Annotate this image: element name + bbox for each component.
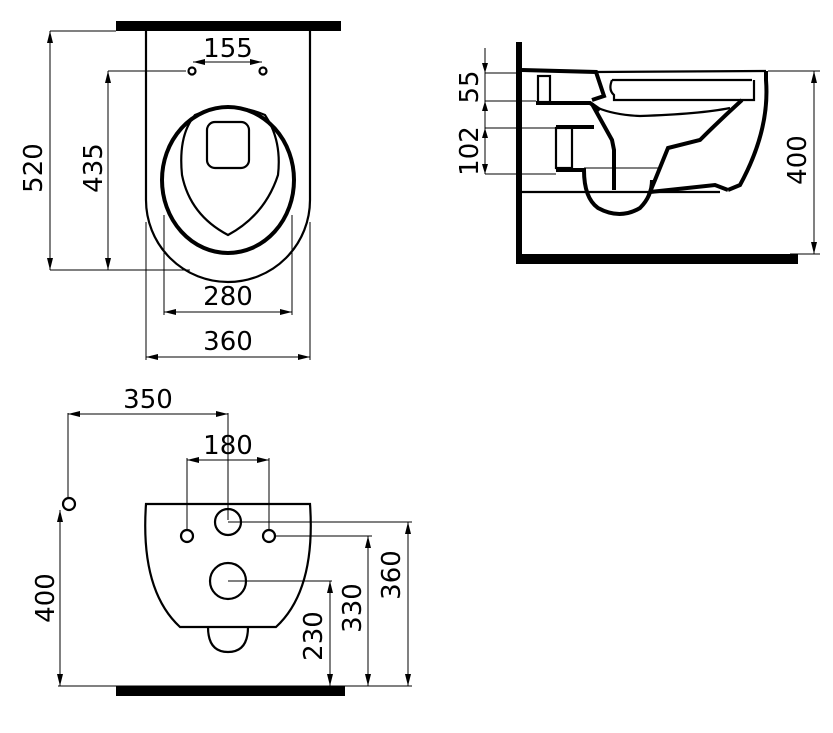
dim-55: 55 — [455, 70, 485, 103]
top-view: 155 520 435 280 360 — [19, 21, 341, 360]
side-view: 55 102 400 — [455, 42, 820, 264]
dim-400-side: 400 — [783, 135, 813, 185]
dim-350: 350 — [123, 385, 173, 415]
bolt-hole-left — [179, 528, 195, 544]
wall-vertical — [516, 42, 522, 264]
bolt-hole-right — [261, 528, 277, 544]
dim-330: 330 — [338, 583, 368, 633]
dim-435: 435 — [79, 143, 109, 193]
dim-102: 102 — [455, 126, 485, 176]
rear-view: 350 180 400 360 330 230 — [31, 385, 412, 696]
seat-outer — [160, 105, 296, 255]
dim-230: 230 — [299, 611, 329, 661]
wall-line — [116, 21, 341, 31]
flush-opening — [205, 120, 251, 170]
fixing-hole-right — [258, 66, 268, 76]
dim-360: 360 — [203, 327, 253, 357]
floor-line-rear — [116, 686, 345, 696]
dim-360-rear: 360 — [377, 550, 407, 600]
bowl-outline — [144, 31, 312, 284]
dim-280: 280 — [203, 282, 253, 312]
reference-point — [61, 496, 77, 512]
dim-400-rear: 400 — [31, 573, 61, 623]
seat-inner — [180, 106, 280, 237]
dim-520: 520 — [19, 143, 49, 193]
floor-line — [516, 254, 798, 264]
dim-155: 155 — [203, 34, 253, 64]
fixing-hole-left — [187, 66, 197, 76]
dim-180: 180 — [203, 431, 253, 461]
outlet-spigot — [206, 626, 250, 654]
rear-body — [144, 502, 312, 629]
